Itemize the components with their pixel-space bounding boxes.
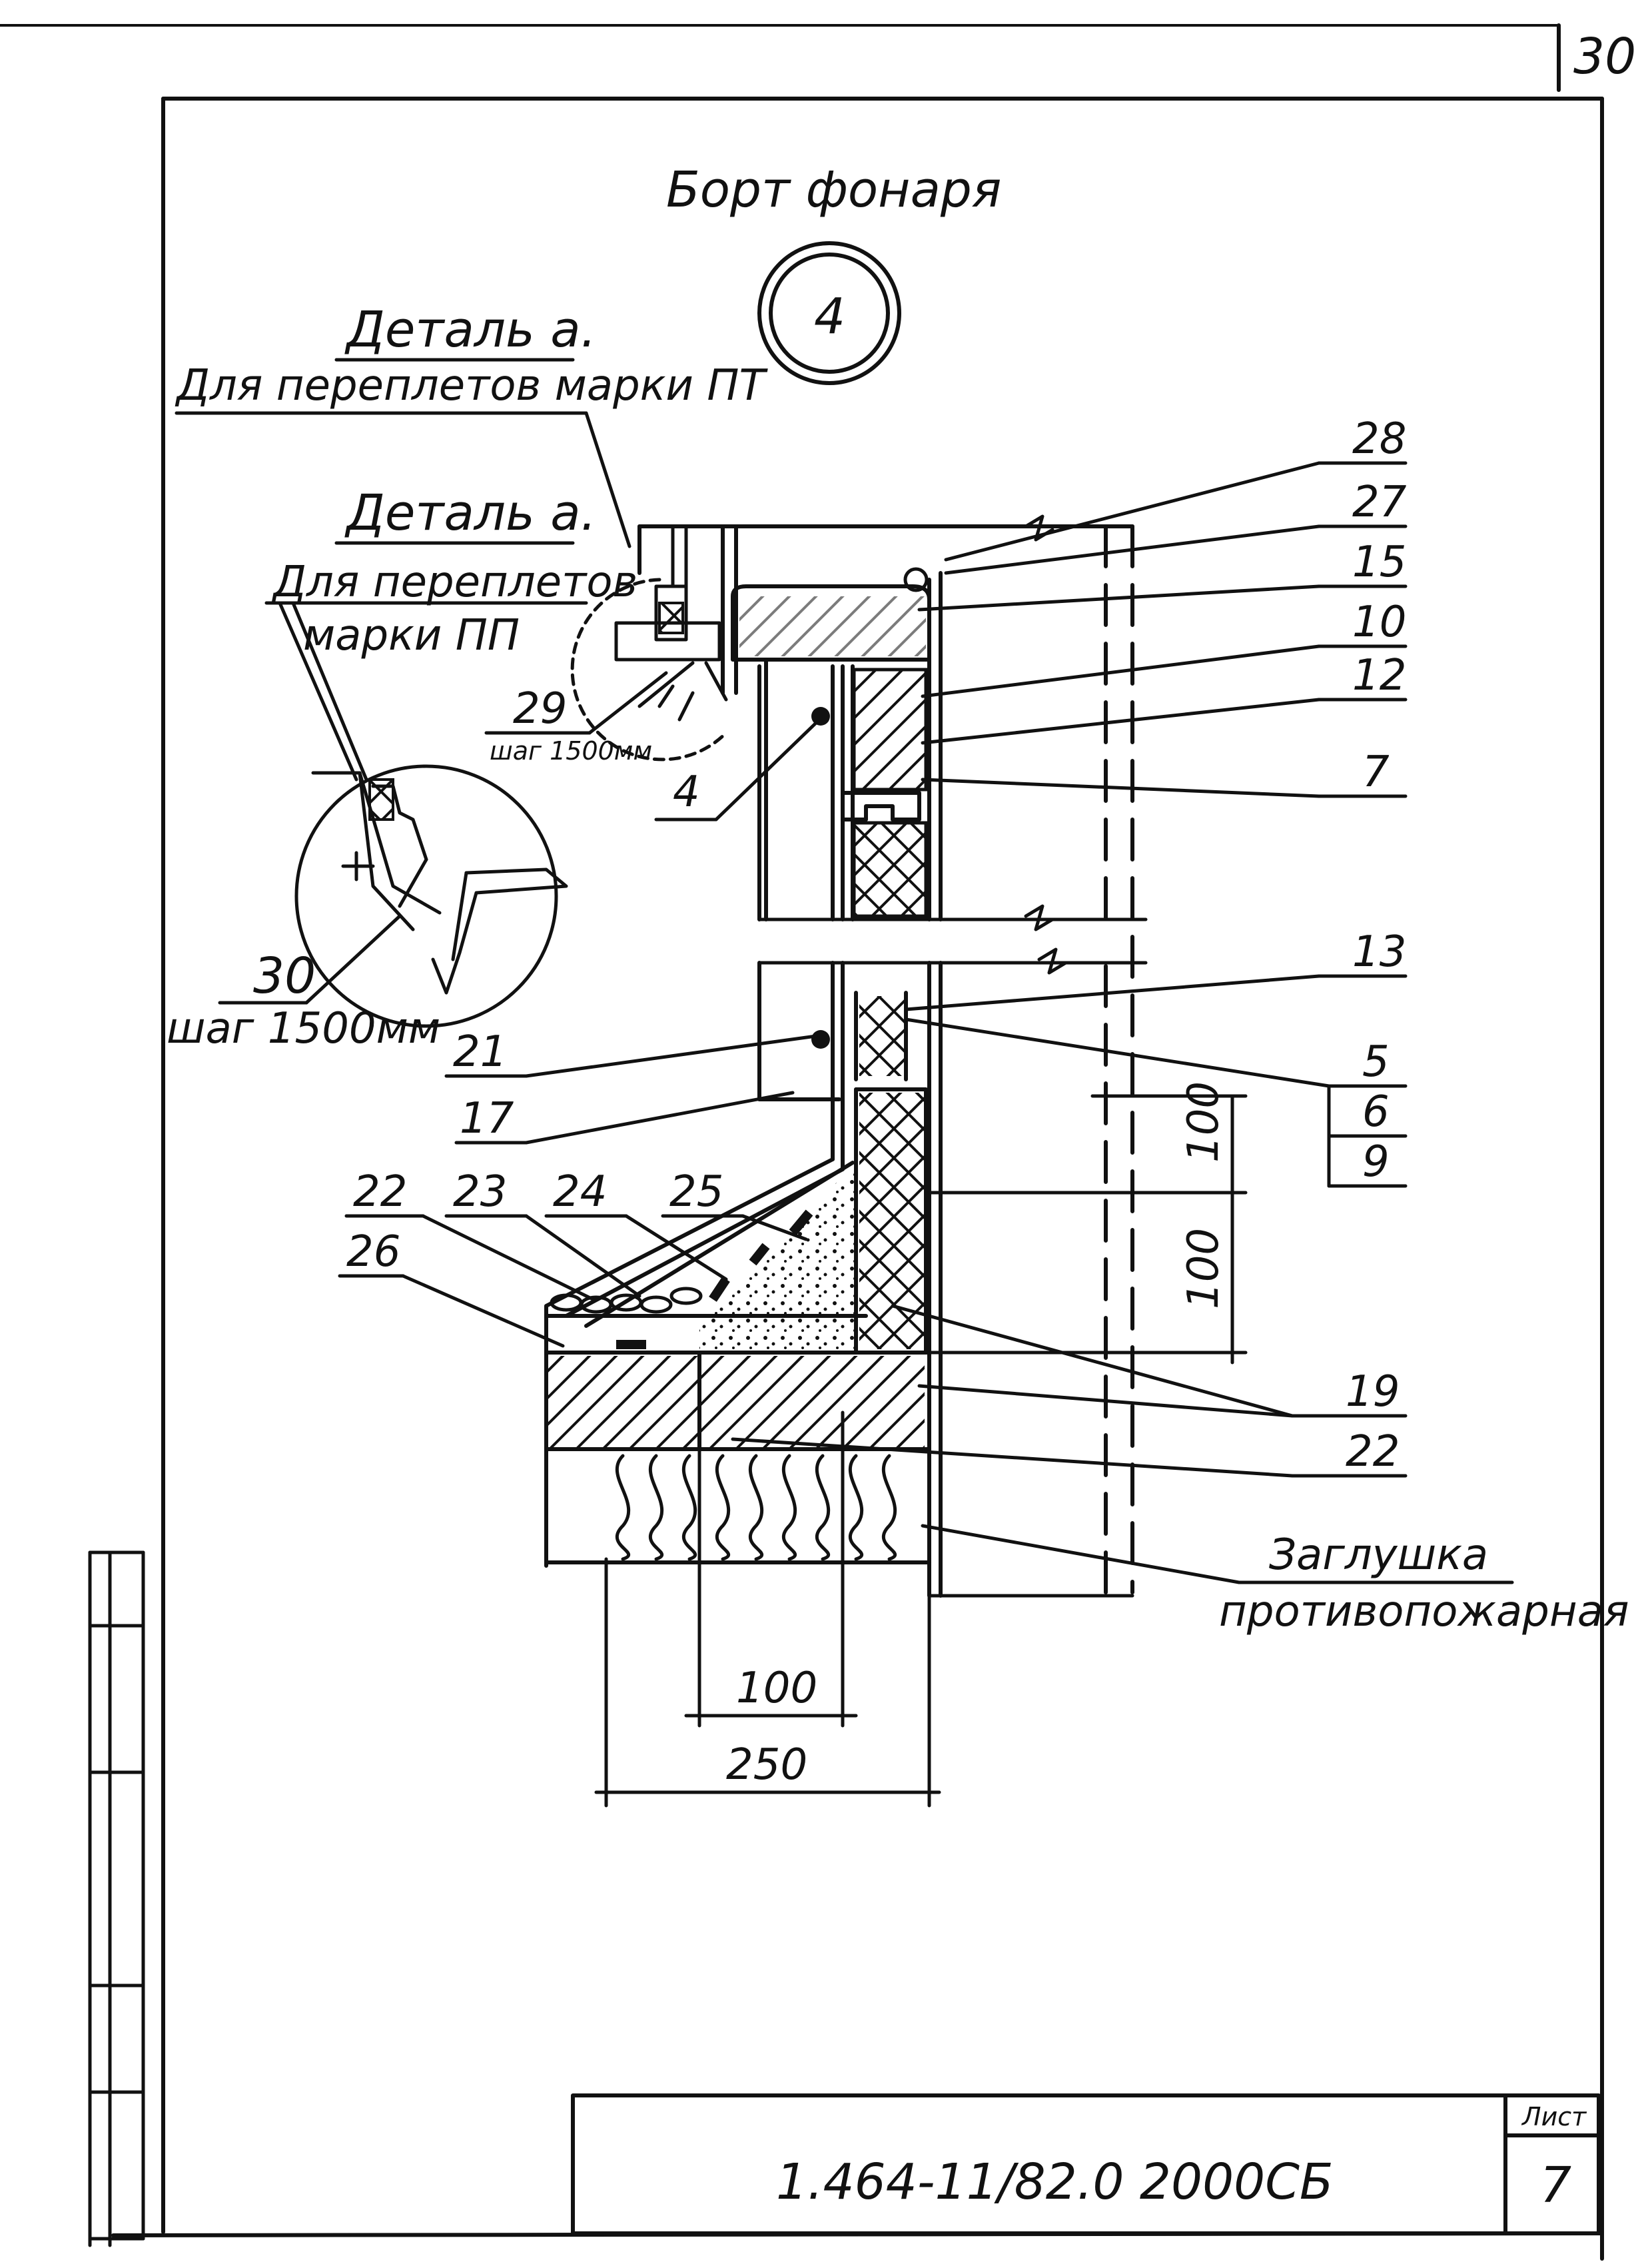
position-29-leader: [588, 671, 668, 735]
lower-board: [548, 1356, 925, 1448]
lower-concrete-fill: [699, 1173, 856, 1351]
position-25: 25: [669, 1167, 723, 1217]
position-5: 5: [1362, 1037, 1390, 1087]
position-29: 29: [513, 684, 567, 734]
position-26: 26: [346, 1227, 400, 1277]
upper-insulation: [852, 821, 928, 918]
detail-pp-leaders: [278, 601, 368, 782]
section-marker-number: 4: [814, 288, 845, 345]
position-30: 30: [253, 947, 316, 1005]
position-19: 19: [1346, 1367, 1400, 1417]
leaders-right: [731, 461, 1514, 1584]
detail-pt-leader: [584, 411, 631, 548]
waterproofing-strips: [616, 1209, 813, 1349]
dim-250: 250: [726, 1740, 807, 1790]
detail-circle-30: [294, 764, 568, 1028]
position-15: 15: [1352, 538, 1406, 587]
position-22-right: 22: [1346, 1427, 1400, 1476]
leaders-left: [338, 721, 818, 1348]
position-13: 13: [1352, 927, 1406, 977]
break-lines: [757, 514, 1148, 975]
position-7: 7: [1362, 748, 1390, 797]
section-marker: [757, 241, 901, 385]
lower-bolt: [811, 1030, 830, 1049]
dim-100-bottom: 100: [736, 1664, 817, 1713]
position-29-step: шаг 1500мм: [490, 736, 652, 766]
lower-assembly: [544, 961, 943, 1598]
position-21: 21: [453, 1027, 507, 1077]
upper-bar: [852, 668, 928, 792]
upper-board: [739, 596, 926, 656]
position-30-step: шаг 1500мм: [167, 1004, 440, 1053]
position-30-leader: [304, 914, 402, 1005]
dimension-lines: [594, 1094, 1248, 1808]
detail-pp-title: Деталь а.: [344, 484, 596, 542]
position-17: 17: [460, 1094, 514, 1143]
lower-bar-insulation: [859, 996, 905, 1076]
dim-100-upper: 100: [1179, 1081, 1228, 1163]
detail-pt-title: Деталь а.: [344, 301, 596, 358]
detail-pp-caption-line1: Для переплетов: [271, 558, 637, 607]
binding-strip: [88, 1550, 145, 2247]
detail-circle-29-seal: [658, 602, 684, 634]
dim-100-lower: 100: [1179, 1228, 1228, 1309]
detail-pp-caption-line2: марки ПП: [303, 611, 520, 660]
position-12: 12: [1352, 651, 1406, 700]
upper-screw-head: [903, 567, 929, 592]
title-block: [571, 2093, 1601, 2235]
right-wall: [1104, 524, 1134, 1594]
sheet-number: 7: [1540, 2157, 1571, 2214]
position-27: 27: [1352, 478, 1407, 527]
gravel-layer: [550, 1287, 703, 1314]
plug-note-line1: Заглушка: [1269, 1530, 1488, 1580]
position-6: 6: [1362, 1087, 1390, 1137]
upper-assembly: [637, 524, 1134, 921]
mineral-wool: [615, 1454, 897, 1561]
position-23: 23: [453, 1167, 507, 1217]
position-28: 28: [1352, 414, 1406, 464]
position-24: 24: [553, 1167, 607, 1217]
detail-pt-caption: Для переплетов марки ПТ: [175, 361, 768, 410]
detail-circle-30-seal: [368, 778, 394, 821]
position-4: 4: [673, 768, 700, 817]
drawing-code: 1.464-11/82.0 2000СБ: [776, 2153, 1334, 2211]
drawing-title: Борт фонаря: [666, 161, 1001, 219]
upper-bolt: [811, 707, 830, 726]
position-9: 9: [1362, 1137, 1390, 1187]
plug-note-line2: противопожарная: [1219, 1587, 1629, 1636]
position-10: 10: [1352, 598, 1406, 647]
page-number: 30: [1573, 28, 1636, 85]
sheet-label: Лист: [1521, 2102, 1587, 2131]
position-22-left: 22: [353, 1167, 407, 1217]
